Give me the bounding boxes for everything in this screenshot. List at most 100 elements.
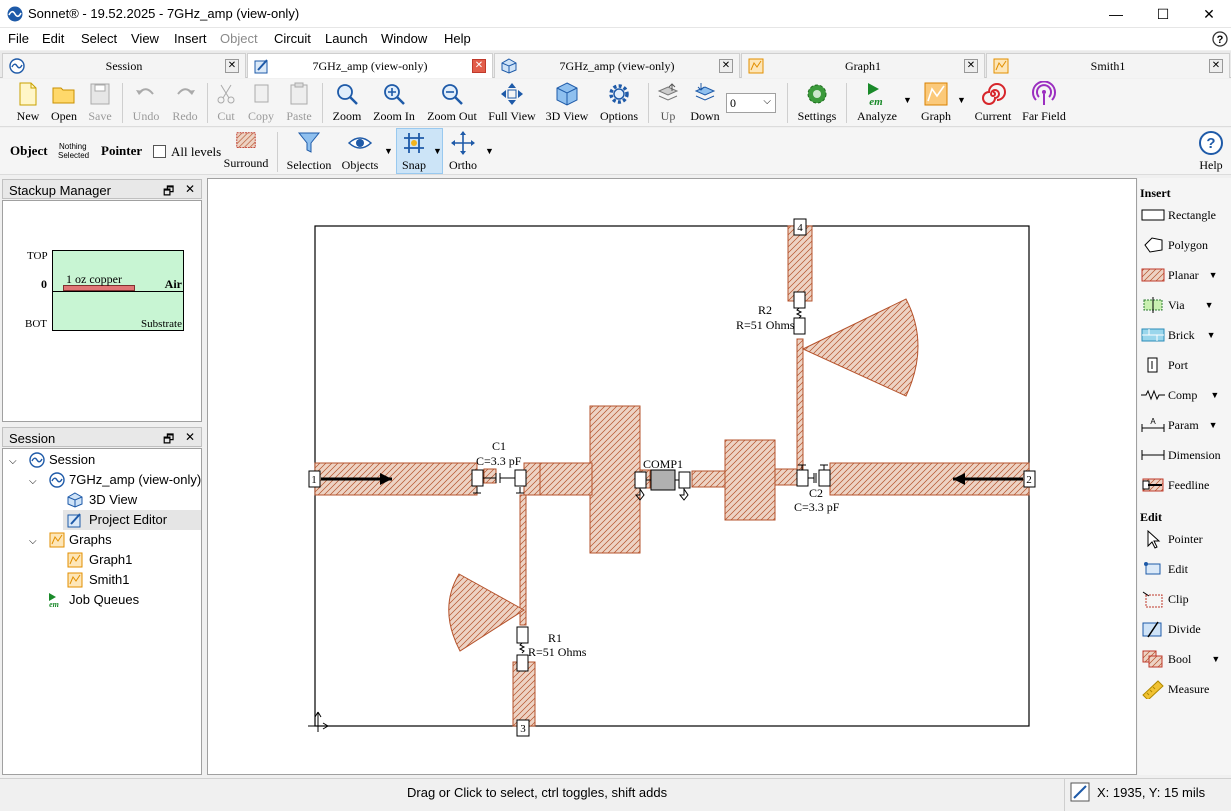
open-button[interactable]: Open <box>46 81 82 124</box>
stackup-diagram[interactable]: 1 oz copper Air Substrate <box>52 250 184 331</box>
menu-view[interactable]: View <box>131 31 159 46</box>
edit-edit[interactable]: Edit <box>1140 556 1188 582</box>
menu-select[interactable]: Select <box>81 31 118 46</box>
options-button[interactable]: Options <box>596 81 642 124</box>
menu-insert[interactable]: Insert <box>174 31 207 46</box>
help-circle-icon[interactable]: ? <box>1212 31 1228 47</box>
c1-pad[interactable] <box>483 468 497 484</box>
down-button[interactable]: Down <box>688 81 722 124</box>
terminal-r1-top[interactable] <box>516 626 529 644</box>
insert-comp[interactable]: Comp▼ <box>1140 382 1219 408</box>
surround-button[interactable]: Surround <box>222 130 270 171</box>
new-button[interactable]: New <box>10 81 46 124</box>
matching-stub[interactable] <box>589 405 641 554</box>
terminal-r2-top[interactable] <box>793 291 806 309</box>
bias-line[interactable] <box>796 338 804 472</box>
far-field-button[interactable]: Far Field <box>1020 81 1068 124</box>
project-editor-canvas[interactable]: 1 2 3 4 C1 C=3.3 pF COMP1 C2 C=3.3 pF R1… <box>207 178 1137 775</box>
full-view-button[interactable]: Full View <box>485 81 539 124</box>
level-select[interactable]: 0 ⌵ <box>726 93 776 113</box>
minimize-button[interactable]: — <box>1109 6 1123 22</box>
terminal-r2-bottom[interactable] <box>793 317 806 335</box>
close-button[interactable]: ✕ <box>1203 5 1215 22</box>
bias-line[interactable] <box>519 494 527 626</box>
float-panel-icon[interactable]: 🗗 <box>163 184 175 198</box>
copy-button[interactable]: Copy <box>243 81 279 124</box>
current-button[interactable]: Current <box>970 81 1016 124</box>
edit-pointer[interactable]: Pointer <box>1140 526 1203 552</box>
terminal-comp1-right[interactable] <box>678 471 691 489</box>
chevron-down-icon[interactable]: ▼ <box>485 146 494 156</box>
close-panel-icon[interactable]: ✕ <box>185 182 196 196</box>
menu-edit[interactable]: Edit <box>42 31 65 46</box>
insert-port[interactable]: Port <box>1140 352 1188 378</box>
paste-button[interactable]: Paste <box>281 81 317 124</box>
tab-project-editor[interactable]: 7GHz_amp (view-only) ✕ <box>247 53 493 78</box>
tab-session[interactable]: Session ✕ <box>2 53 246 78</box>
analyze-button[interactable]: em Analyze <box>853 81 901 124</box>
edit-clip[interactable]: Clip <box>1140 586 1189 612</box>
selection-button[interactable]: Selection <box>284 130 334 173</box>
menu-file[interactable]: File <box>8 31 29 46</box>
maximize-button[interactable]: ☐ <box>1156 5 1170 22</box>
microstrip-line[interactable] <box>691 470 727 488</box>
insert-via[interactable]: Via▼ <box>1140 292 1214 318</box>
close-tab-icon[interactable]: ✕ <box>964 59 978 73</box>
tab-3d-view[interactable]: 7GHz_amp (view-only) ✕ <box>494 53 740 78</box>
close-tab-icon[interactable]: ✕ <box>1209 59 1223 73</box>
float-panel-icon[interactable]: 🗗 <box>163 432 175 446</box>
3d-view-button[interactable]: 3D View <box>543 81 591 124</box>
port-3[interactable] <box>516 719 530 737</box>
close-tab-icon[interactable]: ✕ <box>472 59 486 73</box>
redo-button[interactable]: Redo <box>167 81 203 124</box>
tree-item-graphs[interactable]: ⌵ Graphs <box>29 530 112 550</box>
comp1-block[interactable] <box>650 469 676 491</box>
port-2[interactable] <box>1023 470 1036 488</box>
edit-divide[interactable]: Divide <box>1140 616 1201 642</box>
insert-brick[interactable]: Brick▼ <box>1140 322 1216 348</box>
circuit-layout[interactable]: 1 2 3 4 C1 C=3.3 pF COMP1 C2 C=3.3 pF R1… <box>208 179 1136 774</box>
tree-item-project[interactable]: ⌵ 7GHz_amp (view-only) <box>29 470 201 490</box>
zoom-button[interactable]: Zoom <box>328 81 366 124</box>
objects-button[interactable]: Objects <box>338 130 382 173</box>
terminal-c1-left[interactable] <box>471 469 484 487</box>
all-levels-checkbox[interactable] <box>153 145 166 158</box>
insert-rectangle[interactable]: Rectangle <box>1140 202 1216 228</box>
terminal-comp1-left[interactable] <box>634 471 647 489</box>
menu-window[interactable]: Window <box>381 31 428 46</box>
bias-pad[interactable] <box>512 661 536 727</box>
save-button[interactable]: Save <box>82 81 118 124</box>
undo-button[interactable]: Undo <box>128 81 164 124</box>
edit-bool[interactable]: Bool▼ <box>1140 646 1220 672</box>
chevron-down-icon[interactable]: ▼ <box>384 146 393 156</box>
port-1[interactable] <box>308 470 321 488</box>
snap-button[interactable]: Snap <box>397 130 431 173</box>
menu-object[interactable]: Object <box>220 31 258 46</box>
bias-pad[interactable] <box>787 225 813 302</box>
matching-stub[interactable] <box>724 439 776 521</box>
microstrip-line[interactable] <box>539 462 593 496</box>
terminal-r1-bottom[interactable] <box>516 654 529 672</box>
up-button[interactable]: Up <box>652 81 684 124</box>
zoom-out-button[interactable]: Zoom Out <box>424 81 480 124</box>
insert-polygon[interactable]: Polygon <box>1140 232 1208 258</box>
close-panel-icon[interactable]: ✕ <box>185 430 196 444</box>
insert-feedline[interactable]: Feedline <box>1140 472 1209 498</box>
tab-graph1[interactable]: Graph1 ✕ <box>741 53 985 78</box>
tree-item-session[interactable]: ⌵ Session <box>9 450 95 470</box>
close-tab-icon[interactable]: ✕ <box>719 59 733 73</box>
ortho-button[interactable]: Ortho <box>445 130 481 173</box>
insert-dimension[interactable]: Dimension <box>1140 442 1221 468</box>
help-button[interactable]: ? Help <box>1196 130 1226 173</box>
close-tab-icon[interactable]: ✕ <box>225 59 239 73</box>
chevron-down-icon[interactable]: ▼ <box>957 95 966 105</box>
edit-measure[interactable]: Measure <box>1140 676 1209 702</box>
terminal-c2-right[interactable] <box>818 469 831 487</box>
menu-circuit[interactable]: Circuit <box>274 31 311 46</box>
zoom-in-button[interactable]: Zoom In <box>370 81 418 124</box>
tab-smith1[interactable]: Smith1 ✕ <box>986 53 1230 78</box>
radial-stub[interactable] <box>448 573 525 652</box>
menu-launch[interactable]: Launch <box>325 31 368 46</box>
chevron-down-icon[interactable]: ▼ <box>903 95 912 105</box>
